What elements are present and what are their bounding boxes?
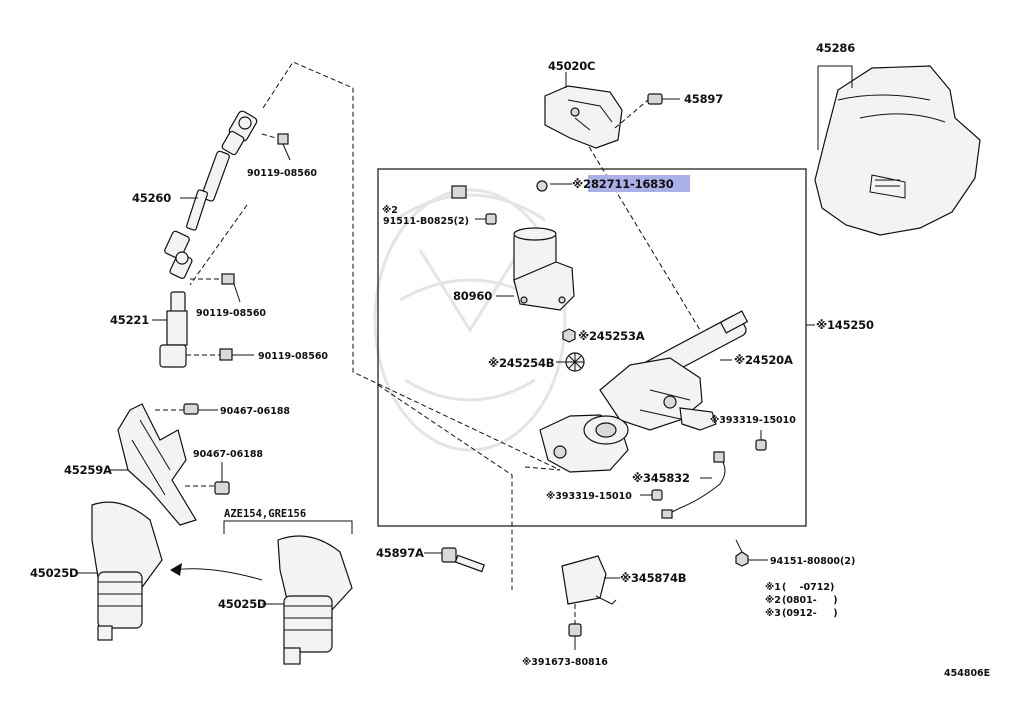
label-91673: ※391673-80816 — [522, 657, 608, 668]
label-82711: 82711-16830 — [591, 177, 674, 191]
variant-bracket — [223, 520, 353, 534]
label-45259A: 45259A — [64, 463, 112, 477]
diagram-id: 454806E — [944, 668, 990, 679]
bolt-45897 — [614, 93, 680, 129]
label-45020C: 45020C — [548, 59, 595, 73]
label-45832: ※345832 — [632, 471, 690, 485]
label-393319-b: ※393319-15010 — [546, 491, 632, 502]
label-45025D-left: 45025D — [30, 566, 78, 580]
label-91511-mark: ※2 — [382, 205, 398, 216]
label-4520A: ※24520A — [734, 353, 793, 367]
screw-393319-b — [640, 489, 663, 501]
dashed-guide-lines — [189, 61, 701, 590]
legend-range-3: (0912- ) — [782, 608, 838, 619]
highlight-82711 — [588, 175, 690, 192]
label-82711-mark: ※2 — [572, 177, 591, 191]
steering-column-4520A — [539, 310, 749, 473]
part-45020C — [544, 72, 623, 149]
label-45025D-right: 45025D — [218, 597, 266, 611]
bolt-90119-b — [190, 273, 241, 303]
bolt-45897A — [424, 547, 485, 573]
nut-45253A — [562, 328, 576, 343]
label-80960: 80960 — [453, 289, 492, 303]
cover-45025D-left — [76, 501, 163, 641]
motor-80960 — [496, 227, 575, 311]
label-45897: 45897 — [684, 92, 723, 106]
cover-45025D-right — [262, 535, 353, 665]
label-45253A: ※245253A — [578, 329, 645, 343]
intermediate-shaft-45260 — [164, 110, 258, 279]
bolt-91511 — [475, 213, 497, 225]
legend-mark-1: ※1 — [765, 582, 781, 593]
label-45221: 45221 — [110, 313, 149, 327]
label-90119-b: 90119-08560 — [196, 308, 266, 319]
shaft-45221 — [152, 291, 188, 368]
legend-range-2: (0801- ) — [782, 595, 838, 606]
label-45897A: 45897A — [376, 546, 424, 560]
screw-393319-a — [755, 430, 767, 451]
boot-45259A — [117, 403, 197, 526]
bracket-45874B — [561, 555, 620, 625]
clip-90467-a — [155, 403, 218, 415]
label-393319-a: ※393319-15010 — [710, 415, 796, 426]
part-labels: 45286 45020C 45897 ※2 82711-16830 ※2 915… — [30, 41, 874, 668]
label-45254B: ※245254B — [488, 356, 554, 370]
bolt-90119-c — [186, 348, 254, 361]
cover-45286 — [814, 65, 981, 236]
label-91511: 91511-B0825(2) — [383, 216, 469, 227]
label-45874B: ※345874B — [620, 571, 686, 585]
gear-45254B — [556, 352, 585, 372]
label-90467-b: 90467-06188 — [193, 449, 263, 460]
label-145250: ※145250 — [816, 318, 874, 332]
label-45286: 45286 — [816, 41, 855, 55]
label-90467-a: 90467-06188 — [220, 406, 290, 417]
legend-range-1: ( -0712) — [782, 582, 834, 593]
label-90119-c: 90119-08560 — [258, 351, 328, 362]
legend-mark-2: ※2 — [765, 595, 781, 606]
clip-90467-b — [185, 462, 230, 495]
bolt-91673 — [568, 623, 582, 650]
label-94151: 94151-80800(2) — [770, 556, 855, 567]
label-90119-a: 90119-08560 — [247, 168, 317, 179]
wire-harness-82711 — [451, 174, 572, 240]
bolt-90119-a — [261, 133, 291, 161]
legend-mark-3: ※3 — [765, 608, 781, 619]
label-45260: 45260 — [132, 191, 171, 205]
label-variant: AZE154,GRE156 — [224, 508, 306, 520]
column-assembly-box — [377, 168, 807, 527]
variant-arrow — [171, 568, 263, 581]
nut-94151 — [735, 539, 768, 567]
legend: ※1 ( -0712) ※2 (0801- ) ※3 (0912- ) — [765, 582, 838, 619]
sensor-45832 — [661, 451, 726, 519]
